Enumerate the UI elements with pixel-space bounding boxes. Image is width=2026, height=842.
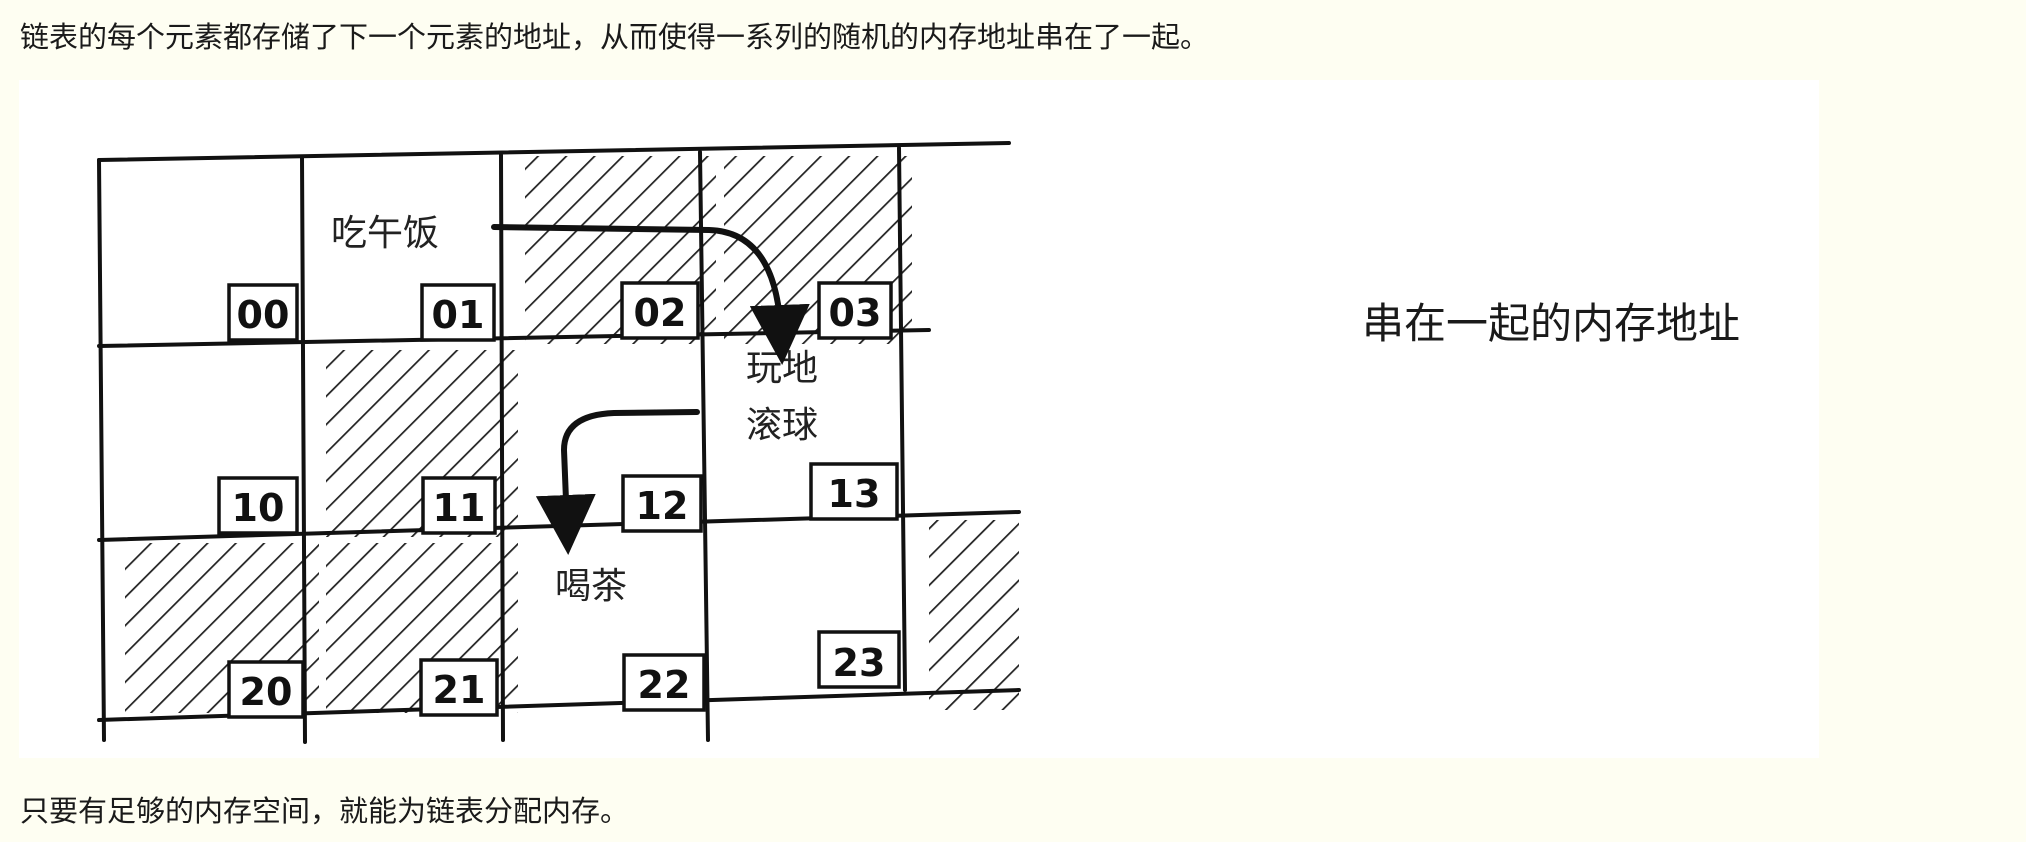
address-box-22 xyxy=(622,653,706,712)
figure-caption: 串在一起的内存地址 xyxy=(1362,299,1740,348)
address-label-20: 20 xyxy=(240,670,293,714)
address-label-00: 00 xyxy=(237,293,290,337)
memory-grid-drawing: 00 01 02 03 10 11 12 13 20 21 22 23 吃午饭 … xyxy=(97,141,1740,744)
note-cell-01: 吃午饭 xyxy=(331,213,439,254)
address-box-03 xyxy=(817,281,893,340)
address-label-02: 02 xyxy=(634,291,687,335)
address-label-03: 03 xyxy=(829,291,882,335)
address-boxes xyxy=(217,281,901,719)
address-label-21: 21 xyxy=(433,668,486,712)
address-labels: 00 01 02 03 10 11 12 13 20 21 22 23 xyxy=(232,291,886,714)
address-box-00 xyxy=(227,283,299,342)
linked-list-memory-figure: 00 01 02 03 10 11 12 13 20 21 22 23 吃午饭 … xyxy=(19,80,1819,758)
closing-paragraph: 只要有足够的内存空间，就能为链表分配内存。 xyxy=(20,794,630,828)
address-box-13 xyxy=(809,462,899,521)
address-box-10 xyxy=(217,476,299,535)
address-box-23 xyxy=(817,630,901,689)
note-cell-22: 喝茶 xyxy=(555,566,627,607)
shaded-edge-column xyxy=(929,520,1019,710)
address-box-11 xyxy=(421,476,497,535)
address-label-10: 10 xyxy=(232,486,285,530)
note-cell-13-line2: 滚球 xyxy=(746,405,818,446)
address-label-22: 22 xyxy=(638,663,691,707)
address-label-01: 01 xyxy=(432,293,485,337)
address-box-20 xyxy=(227,660,305,719)
link-arrow-01-to-13 xyxy=(491,224,810,365)
address-label-12: 12 xyxy=(636,484,689,528)
address-box-02 xyxy=(620,281,700,340)
address-box-01 xyxy=(420,283,496,342)
link-arrow-13-to-22 xyxy=(535,409,700,555)
address-label-13: 13 xyxy=(828,472,881,516)
address-label-11: 11 xyxy=(433,486,486,530)
note-cell-13-line1: 玩地 xyxy=(746,348,818,389)
intro-paragraph: 链表的每个元素都存储了下一个元素的地址，从而使得一系列的随机的内存地址串在了一起… xyxy=(20,20,1210,54)
address-box-12 xyxy=(621,474,703,533)
address-box-21 xyxy=(419,658,499,717)
shaded-cells xyxy=(125,156,1019,713)
address-label-23: 23 xyxy=(833,641,886,685)
